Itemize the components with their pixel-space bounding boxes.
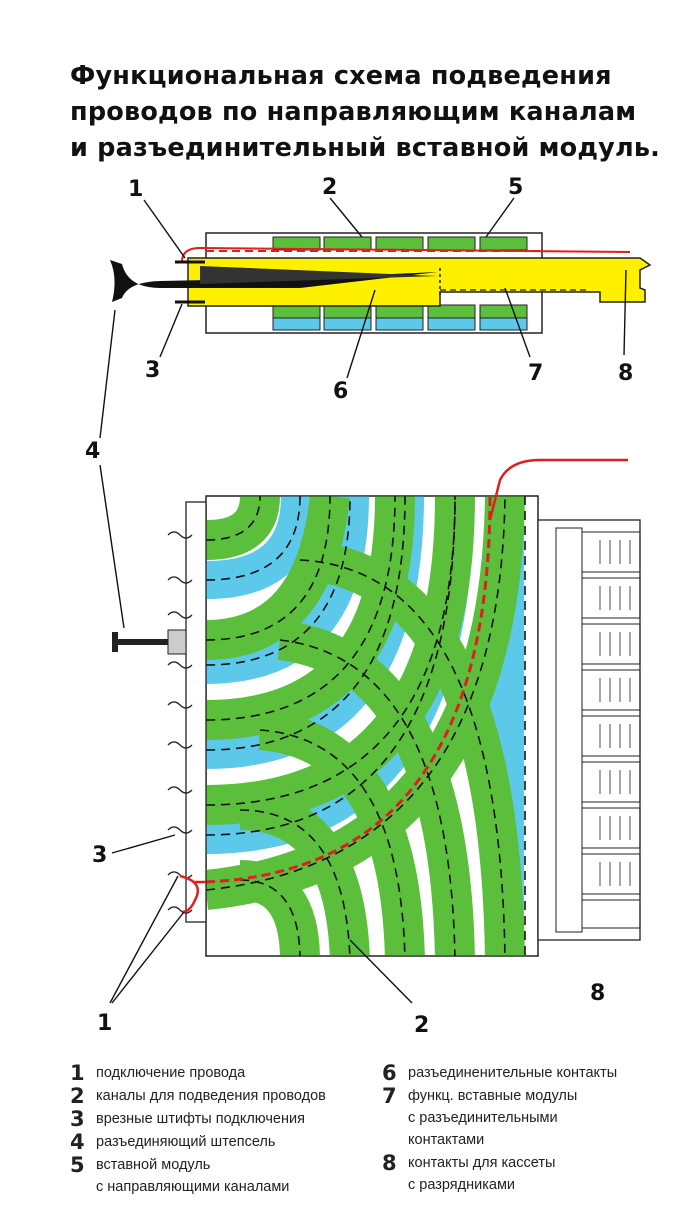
legend-left: 1 подключение провода 2 каналы для подве… [70,1062,326,1199]
terminal-pins [167,531,193,914]
callout-5-top: 5 [508,175,523,200]
title-line-1: Функциональная схема подведения [70,61,612,91]
legend-text: разъединяющий штепсель [96,1134,276,1150]
callout-7-top: 7 [528,361,543,386]
legend-item: 2 каналы для подведения проводов [70,1085,326,1107]
title-line-3: и разъединительный вставной модуль. [70,133,661,163]
legend-text: подключение провода [96,1065,246,1081]
callout-3-top: 3 [145,358,160,383]
legend-num: 3 [70,1107,85,1131]
legend-num: 6 [382,1061,397,1085]
legend-num: 4 [70,1130,85,1154]
callout-3-bottom: 3 [92,843,107,868]
legend-text: каналы для подведения проводов [96,1088,326,1104]
legend-item: 8 контакты для кассеты с разрядниками [382,1152,617,1196]
diagram-title: Функциональная схема подведения проводов… [70,58,670,166]
legend-item: 6 разъединенительные контакты [382,1062,617,1084]
side-view: 1 2 5 3 6 7 8 [110,175,652,404]
legend-text: контакты для кассеты с разрядниками [408,1155,556,1193]
legend-item: 1 подключение провода [70,1062,326,1084]
callout-1-top: 1 [128,177,143,202]
callout-4: 4 [85,439,100,464]
legend-item: 7 функц. вставные модулы с разъединитель… [382,1085,617,1151]
top-blue-channels [272,317,528,331]
legend-num: 2 [70,1084,85,1108]
wire-top [181,246,631,263]
wire-bottom [488,458,628,521]
channel-view: 3 1 2 8 [92,458,641,1038]
legend-num: 7 [382,1084,397,1108]
legend-num: 1 [70,1061,85,1085]
legend-num: 8 [382,1151,397,1175]
plug-front [112,629,187,655]
callout-8-top: 8 [618,361,633,386]
callout-2-bottom: 2 [414,1013,429,1038]
legend-item: 5 вставной модуль с направляющими канала… [70,1154,326,1198]
legend-item: 3 врезные штифты подключения [70,1108,326,1130]
cassette-contacts [537,519,641,941]
terminal-strip [185,501,207,923]
callout-1-bottom: 1 [97,1011,112,1036]
legend-right: 6 разъединенительные контакты 7 функц. в… [382,1062,617,1197]
insert-module-7 [187,257,652,307]
legend-text: разъединенительные контакты [408,1065,618,1081]
title-line-2: проводов по направляющим каналам [70,97,637,127]
callout-2-top: 2 [322,175,337,200]
top-green-channels [272,236,528,319]
legend-item: 4 разъединяющий штепсель [70,1131,326,1153]
callout-6-top: 6 [333,379,348,404]
legend-num: 5 [70,1153,85,1177]
legend-text: вставной модуль с направляющими каналами [96,1157,290,1195]
legend-text: функц. вставные модулы с разъединительны… [408,1088,578,1148]
legend-text: врезные штифты подключения [96,1111,305,1127]
callout-8-bottom: 8 [590,981,605,1006]
